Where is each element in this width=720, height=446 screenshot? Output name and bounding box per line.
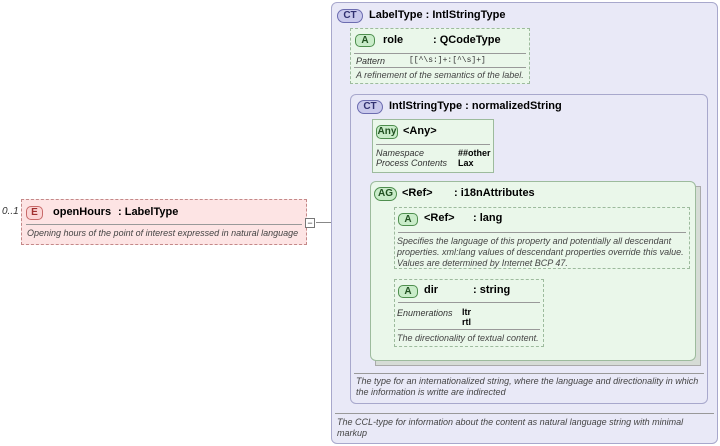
any-box[interactable]: Any <Any> Namespace ##other Process Cont… (372, 119, 494, 173)
enumerations-label: Enumerations (397, 308, 453, 318)
complex-type-icon: CT (337, 9, 363, 23)
divider (354, 67, 526, 68)
dir-type: : string (473, 284, 511, 296)
element-type: : LabelType (118, 206, 179, 218)
element-box[interactable]: E openHours : LabelType Opening hours of… (21, 199, 307, 245)
any-name: <Any> (403, 125, 437, 137)
role-name: role (383, 34, 404, 46)
namespace-label: Namespace (376, 148, 425, 158)
dir-name: dir (424, 284, 439, 296)
role-attribute-box[interactable]: A role : QCodeType Pattern [[^\s:]+:[^\s… (350, 28, 530, 84)
complex-type-icon: CT (357, 100, 383, 114)
dir-doc: The directionality of textual content. (397, 333, 539, 343)
attribute-icon: A (398, 213, 418, 226)
divider (398, 302, 540, 303)
attribute-group-ref: <Ref> (402, 187, 433, 199)
enum-value: rtl (462, 317, 471, 327)
process-contents-label: Process Contents (376, 158, 448, 168)
attribute-icon: A (355, 34, 375, 47)
lang-attribute-box[interactable]: A <Ref> : lang Specifies the language of… (394, 207, 690, 269)
lang-name: : lang (473, 212, 503, 224)
divider (354, 373, 704, 374)
process-contents-value: Lax (458, 158, 474, 168)
element-name: openHours (53, 206, 112, 218)
divider (398, 232, 686, 233)
element-doc: Opening hours of the point of interest e… (27, 228, 299, 238)
enum-value: ltr (462, 307, 471, 317)
pattern-value: [[^\s:]+:[^\s]+] (409, 56, 486, 65)
attribute-group-name: : i18nAttributes (454, 187, 535, 199)
divider (376, 144, 490, 145)
pattern-label: Pattern (356, 56, 386, 66)
divider (26, 224, 302, 225)
element-badge-icon: E (26, 206, 43, 220)
attribute-icon: A (398, 285, 418, 298)
intl-type-title: IntlStringType : normalizedString (389, 100, 562, 112)
role-type: : QCodeType (433, 34, 501, 46)
divider (335, 413, 714, 414)
role-doc: A refinement of the semantics of the lab… (356, 70, 524, 80)
attribute-group-icon: AG (374, 187, 397, 201)
outer-type-doc: The CCL-type for information about the c… (337, 417, 684, 438)
lang-doc: Specifies the language of this property … (397, 236, 684, 268)
outer-type-title: LabelType : IntlStringType (369, 9, 506, 21)
divider (398, 329, 540, 330)
lang-ref: <Ref> (424, 212, 455, 224)
expand-toggle[interactable]: − (305, 218, 315, 228)
dir-attribute-box[interactable]: A dir : string Enumerations ltr rtl The … (394, 279, 544, 347)
intl-type-doc: The type for an internationalized string… (356, 376, 699, 397)
cardinality-label: 0..1 (2, 206, 19, 217)
divider (354, 53, 526, 54)
connector-line (316, 222, 342, 223)
namespace-value: ##other (458, 148, 491, 158)
any-icon: Any (376, 125, 398, 139)
